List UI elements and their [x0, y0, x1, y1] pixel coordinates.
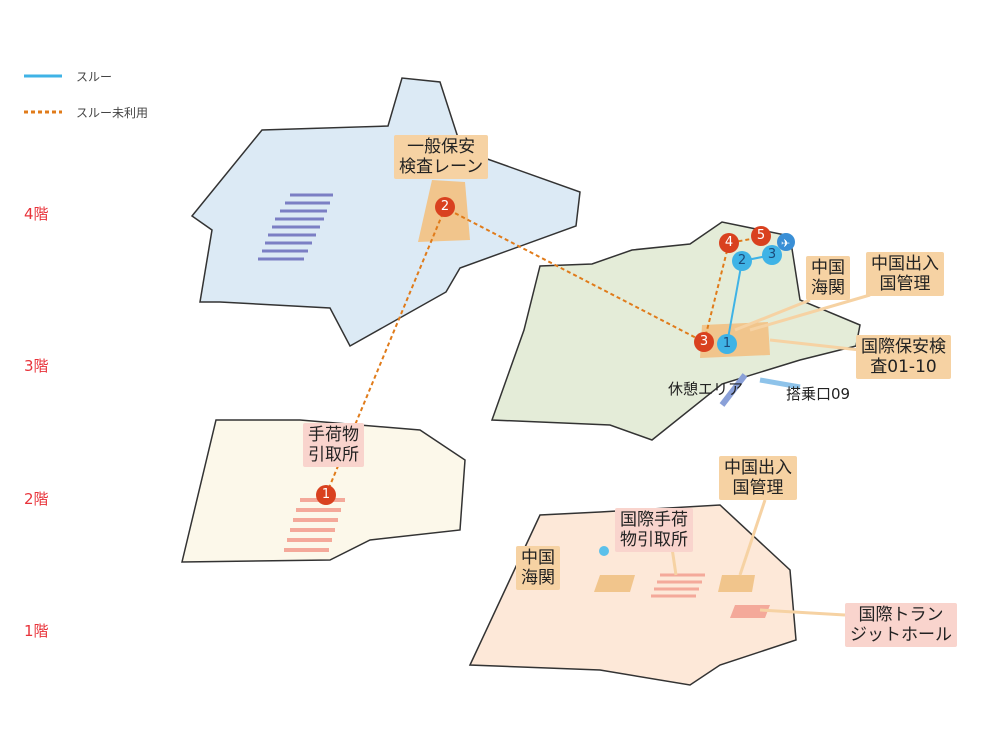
pin-not-used-3[interactable]: 3 — [694, 332, 714, 352]
label-gate-09[interactable]: 搭乗口09 — [786, 385, 851, 403]
label-rest-area: 休憩エリア — [668, 380, 744, 398]
legend-not-used: スルー未利用 — [76, 106, 149, 120]
pin-not-used-4[interactable]: 4 — [719, 233, 739, 253]
pin-through-2[interactable]: 2 — [732, 251, 752, 271]
label-china-customs-1f: 中国 海関 — [516, 546, 560, 590]
label-china-customs-3f: 中国 海関 — [806, 256, 850, 300]
floor-2-label[interactable]: 2階 — [24, 490, 49, 508]
floor-4-label[interactable]: 4階 — [24, 205, 49, 223]
label-general-security: 一般保安 検査レーン — [394, 135, 489, 179]
pin-not-used-5[interactable]: 5 — [751, 226, 771, 246]
legend-through: スルー — [76, 70, 113, 84]
pin-through-3[interactable]: 3 — [762, 245, 782, 265]
floor-3-plan — [490, 221, 861, 441]
svg-text:✈: ✈ — [781, 237, 790, 250]
airplane-icon — [777, 233, 795, 251]
label-intl-transit: 国際トラン ジットホール — [845, 603, 957, 647]
label-intl-baggage: 国際手荷 物引取所 — [615, 508, 693, 552]
pin-through-1[interactable]: 1 — [717, 334, 737, 354]
floor-4-plan — [190, 77, 581, 348]
floor-3-label[interactable]: 3階 — [24, 357, 49, 375]
pin-not-used-2[interactable]: 2 — [435, 197, 455, 217]
label-intl-security: 国際保安検 査01-10 — [856, 335, 951, 379]
pin-not-used-1[interactable]: 1 — [316, 485, 336, 505]
label-baggage-claim: 手荷物 引取所 — [303, 423, 364, 467]
label-china-immigration-3f: 中国出入 国管理 — [866, 252, 944, 296]
floor-4-lanes — [258, 193, 333, 261]
floor-1-label[interactable]: 1階 — [24, 622, 49, 640]
label-china-immigration-1f: 中国出入 国管理 — [719, 456, 797, 500]
